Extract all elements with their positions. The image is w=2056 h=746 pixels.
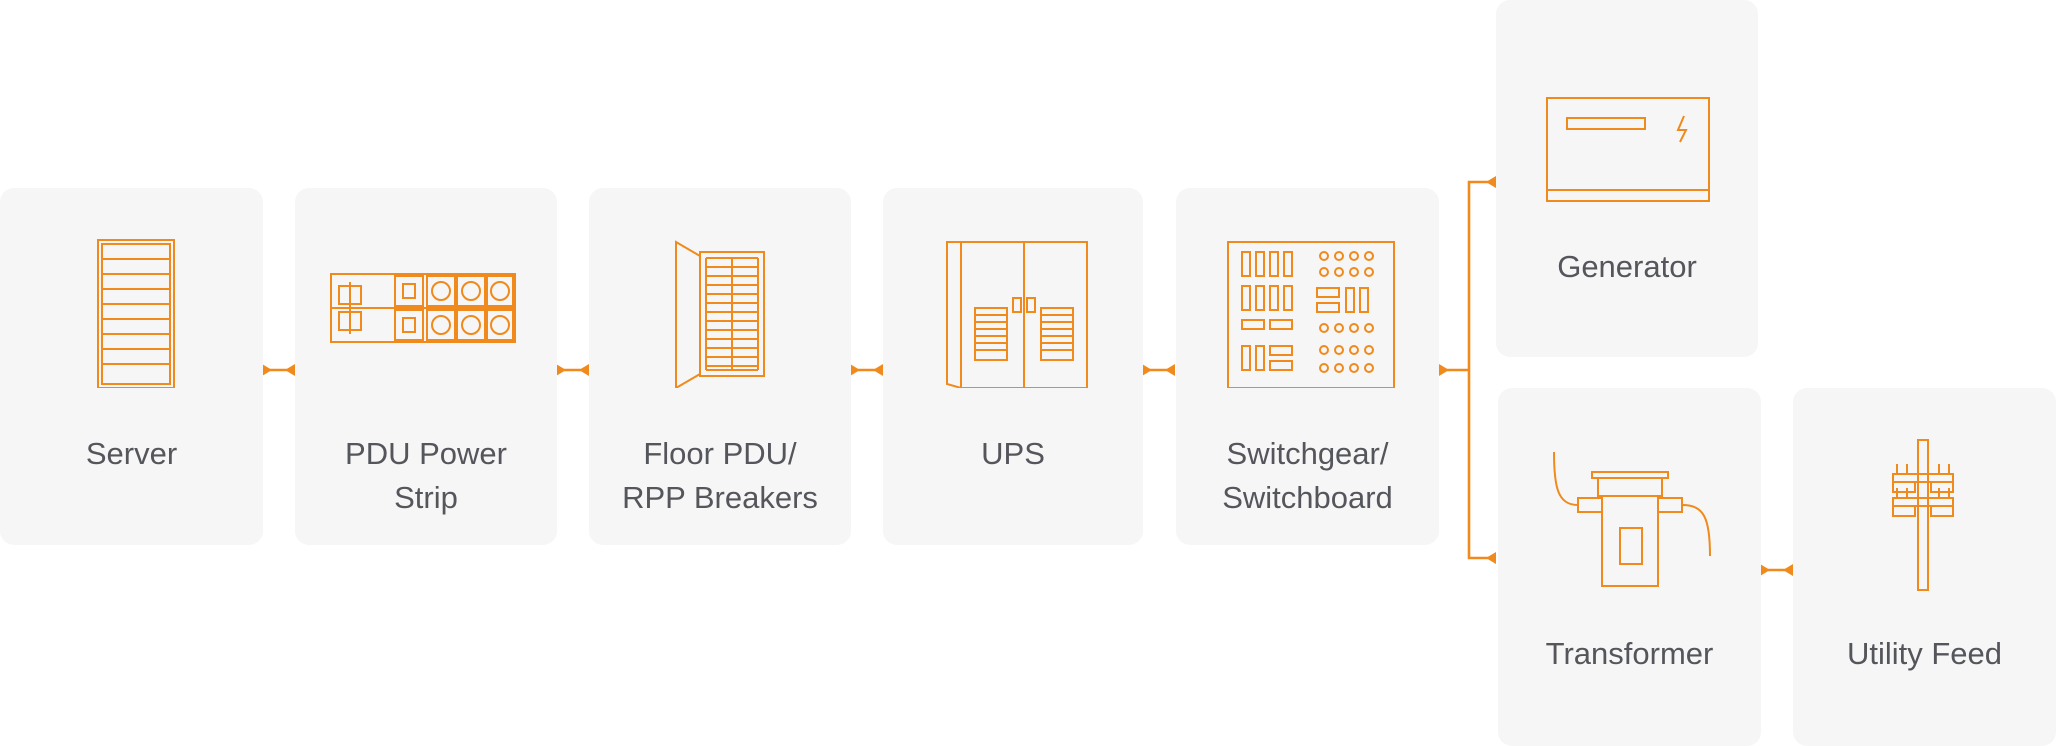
node-label-line1: Floor PDU/ — [643, 436, 797, 471]
connector-floorpdu-ups — [850, 364, 883, 376]
node-utility: Utility Feed — [1793, 388, 2056, 746]
connector-ups-switchgear — [1142, 364, 1175, 376]
node-floor-pdu: Floor PDU/ RPP Breakers — [589, 188, 851, 545]
node-label-line2: Strip — [394, 480, 458, 515]
node-pdu-strip: PDU Power Strip — [295, 188, 557, 545]
pdu-strip-icon — [330, 273, 516, 343]
node-label: UPS — [981, 436, 1045, 471]
node-label: Utility Feed — [1846, 636, 2003, 671]
node-label-line1: Switchgear/ — [1226, 436, 1389, 471]
node-label: Server — [85, 436, 178, 471]
utility-pole-icon — [1892, 439, 1954, 591]
node-label-line1: PDU Power — [345, 436, 507, 471]
node-label-line2: Switchboard — [1222, 480, 1393, 515]
generator-icon — [1546, 97, 1710, 202]
connector-pdu-floorpdu — [556, 364, 589, 376]
node-label: Transformer — [1545, 636, 1714, 671]
ups-cabinet-icon — [946, 241, 1088, 388]
connector-server-pdu — [262, 364, 295, 376]
node-ups: UPS — [883, 188, 1143, 545]
connector-transformer-utility — [1760, 564, 1793, 576]
node-label: Generator — [1557, 249, 1697, 284]
connector-switchgear-branch — [1439, 176, 1496, 564]
node-generator: Generator — [1496, 0, 1758, 357]
switchgear-icon — [1227, 241, 1395, 388]
node-server: Server — [0, 188, 263, 545]
node-label-line2: RPP Breakers — [622, 480, 818, 515]
node-switchgear: Switchgear/ Switchboard — [1176, 188, 1439, 545]
transformer-icon — [1553, 451, 1711, 587]
breaker-panel-icon — [675, 240, 765, 388]
node-transformer: Transformer — [1498, 388, 1761, 746]
server-rack-icon — [97, 239, 175, 388]
